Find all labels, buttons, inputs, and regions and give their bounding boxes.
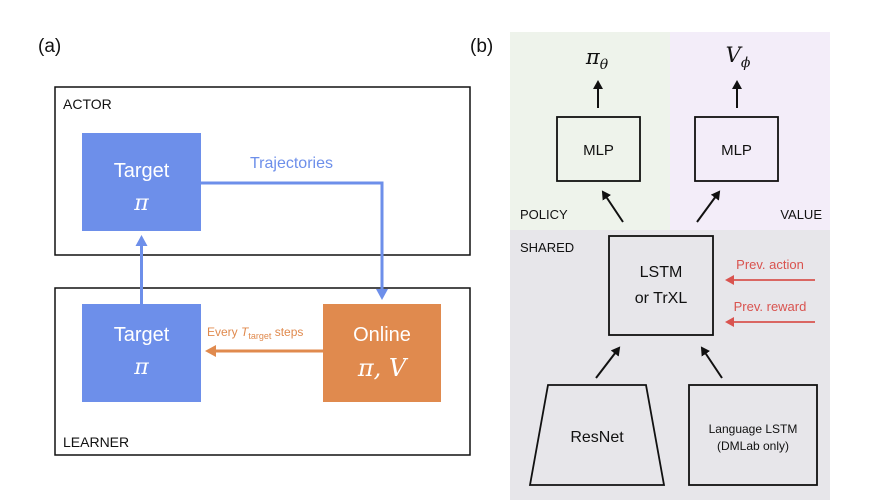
policy-output-base: π xyxy=(585,45,601,69)
update-suffix: steps xyxy=(271,325,303,339)
policy-output-sub: θ xyxy=(600,57,609,73)
language-lstm-box xyxy=(688,384,818,486)
value-output-sub: ϕ xyxy=(741,55,751,71)
lstm-box xyxy=(608,235,714,336)
actor-target-box xyxy=(82,133,201,231)
language-to-lstm-arrow xyxy=(700,346,723,379)
policy-mlp-box xyxy=(556,116,641,182)
update-label: Every Ttarget steps xyxy=(207,325,303,341)
learner-target-box xyxy=(82,304,201,402)
panel-b-label: (b) xyxy=(470,36,493,57)
actor-box xyxy=(54,86,471,256)
trajectories-arrow xyxy=(201,181,388,300)
policy-region-label: POLICY xyxy=(520,207,568,222)
value-mlp-label: MLP xyxy=(721,142,752,159)
trajectories-label: Trajectories xyxy=(250,155,333,172)
update-var: T xyxy=(241,325,250,339)
online-box xyxy=(323,304,441,402)
policy-output: πθ xyxy=(585,45,609,73)
lstm-to-value-arrow xyxy=(696,190,721,223)
language-lstm-line2: (DMLab only) xyxy=(717,439,789,453)
update-sub: target xyxy=(248,331,272,341)
panel-a-label: (a) xyxy=(38,36,61,57)
learner-box xyxy=(54,287,471,456)
shared-region-label: SHARED xyxy=(520,240,574,255)
value-mlp-box xyxy=(694,116,779,182)
resnet-shape xyxy=(528,384,666,486)
learner-label: LEARNER xyxy=(63,434,129,450)
update-prefix: Every xyxy=(207,325,241,339)
prev-action-label: Prev. action xyxy=(736,257,804,272)
learner-target-symbol: π xyxy=(133,355,149,380)
actor-label: ACTOR xyxy=(63,96,112,112)
online-title: Online xyxy=(353,324,411,346)
shared-region xyxy=(510,230,830,500)
learner-target-title: Target xyxy=(114,324,170,346)
value-region xyxy=(670,32,830,230)
value-output: Vϕ xyxy=(726,43,751,71)
policy-region xyxy=(510,32,670,230)
lstm-label-line2: or TrXL xyxy=(635,290,688,307)
actor-target-symbol: π xyxy=(133,191,149,216)
resnet-to-lstm-arrow xyxy=(595,346,621,379)
actor-target-title: Target xyxy=(114,160,170,182)
resnet-label: ResNet xyxy=(570,429,624,446)
value-output-base: V xyxy=(726,43,743,67)
lstm-label-line1: LSTM xyxy=(640,264,683,281)
prev-reward-label: Prev. reward xyxy=(734,299,807,314)
value-region-label: VALUE xyxy=(780,207,822,222)
policy-mlp-label: MLP xyxy=(583,142,614,159)
language-lstm-line1: Language LSTM xyxy=(709,422,798,436)
lstm-to-policy-arrow xyxy=(601,190,624,223)
online-symbol: π, V xyxy=(357,354,409,382)
